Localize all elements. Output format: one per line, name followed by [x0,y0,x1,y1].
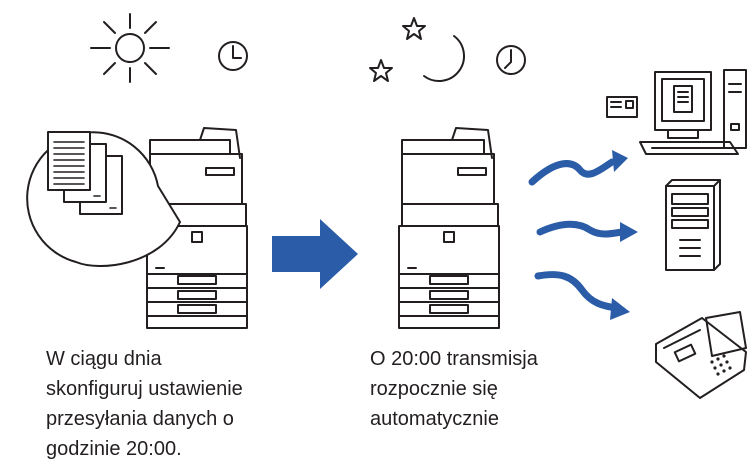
envelope-icon [606,96,638,118]
night-caption: O 20:00 transmisja rozpocznie się automa… [370,344,538,434]
clock-icon [496,45,526,75]
arrow-right-icon [272,219,358,289]
day-caption-line: W ciągu dnia [46,348,162,370]
day-caption-line: skonfiguruj ustawienie [46,378,243,400]
documents-icon [47,131,123,215]
computer-icon [639,69,747,155]
night-caption-line: O 20:00 transmisja [370,348,538,370]
night-caption-line: rozpocznie się [370,378,498,400]
moon-icon [423,35,465,82]
star-icon [369,59,393,82]
clock-icon [218,41,248,71]
night-caption-line: automatycznie [370,408,499,430]
day-caption-line: przesyłania danych o [46,408,234,430]
printer-icon [398,127,500,329]
day-caption: W ciągu dnia skonfiguruj ustawienie prze… [46,344,243,464]
star-icon [402,17,426,40]
server-icon [665,179,721,271]
transmission-arrow [536,220,638,242]
sun-icon [90,13,170,83]
fax-icon [655,311,747,399]
transmission-arrow [528,150,628,186]
transmission-arrow [534,271,630,320]
day-caption-line: godzinie 20:00. [46,438,182,460]
